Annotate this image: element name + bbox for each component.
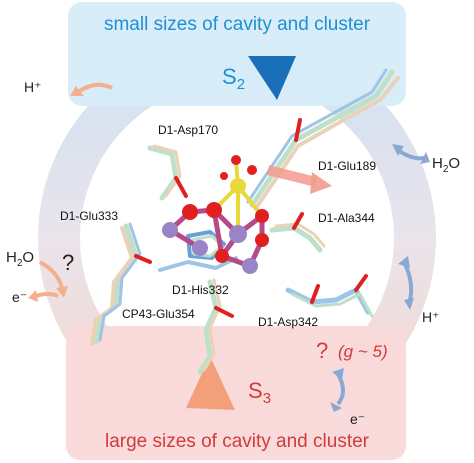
h-plus-top-arrow — [76, 82, 113, 94]
label-asp342: D1-Asp342 — [258, 315, 318, 329]
s2-label: S2 — [222, 64, 245, 93]
e-minus-left-arrowhead — [28, 290, 38, 302]
question-left: ? — [62, 250, 74, 275]
label-asp170: D1-Asp170 — [158, 123, 218, 137]
h2o-left-arrowhead — [56, 286, 68, 298]
h-plus-right-label: H⁺ — [422, 309, 440, 325]
h2o-right-arrowhead-out — [420, 152, 430, 164]
glu189-shift-arrowhead — [310, 172, 332, 194]
mn2-atom — [229, 225, 247, 243]
s3-label: S3 — [248, 378, 271, 407]
h2o-left-label: H2O — [6, 249, 34, 269]
e-minus-bottom-arrowhead-b — [330, 402, 342, 412]
e-minus-bottom-arrowhead-a — [332, 368, 344, 380]
question-bottom: ? — [316, 338, 328, 363]
h2o-right-arrowhead-in — [392, 144, 404, 156]
mn4-atom — [162, 222, 178, 238]
glu189-shift-arrow — [266, 165, 318, 187]
o-atom — [255, 209, 269, 223]
mn3-atom — [192, 240, 208, 256]
o-atom — [206, 202, 222, 218]
top-banner-text: small sizes of cavity and cluster — [104, 14, 371, 35]
o-atom — [182, 204, 198, 220]
h2o-right-label: H2O — [432, 155, 460, 175]
mn-cluster — [162, 155, 269, 274]
mn1-atom — [242, 258, 258, 274]
water-o-atom — [220, 172, 228, 180]
bottom-banner-box — [66, 326, 406, 460]
e-minus-left-arrow — [35, 292, 59, 298]
label-glu354: CP43-Glu354 — [122, 307, 195, 321]
h-plus-right-arrowhead-a — [398, 256, 410, 268]
h-plus-top-label: H⁺ — [24, 79, 42, 95]
water-o-atom — [231, 155, 241, 165]
e-minus-bottom-label: e⁻ — [350, 411, 365, 427]
label-glu189: D1-Glu189 — [318, 159, 376, 173]
bottom-banner-text: large sizes of cavity and cluster — [105, 431, 370, 452]
h-plus-right-arrowhead-b — [404, 298, 414, 310]
top-banner-box — [68, 2, 406, 106]
h-plus-top-arrowhead — [70, 86, 84, 96]
o-atom — [255, 233, 269, 247]
s3-arrow-triangle — [186, 356, 235, 410]
ca-atom — [230, 178, 246, 194]
label-glu333: D1-Glu333 — [60, 209, 118, 223]
o-atom — [215, 249, 229, 263]
water-o-atom — [247, 165, 257, 175]
s2-arrow-triangle — [248, 56, 296, 100]
label-his332: D1-His332 — [172, 283, 229, 297]
h2o-left-arrow — [38, 260, 64, 289]
label-ala344: D1-Ala344 — [318, 211, 375, 225]
e-minus-left-label: e⁻ — [12, 289, 27, 305]
g-value-label: (g ~ 5) — [338, 342, 388, 361]
